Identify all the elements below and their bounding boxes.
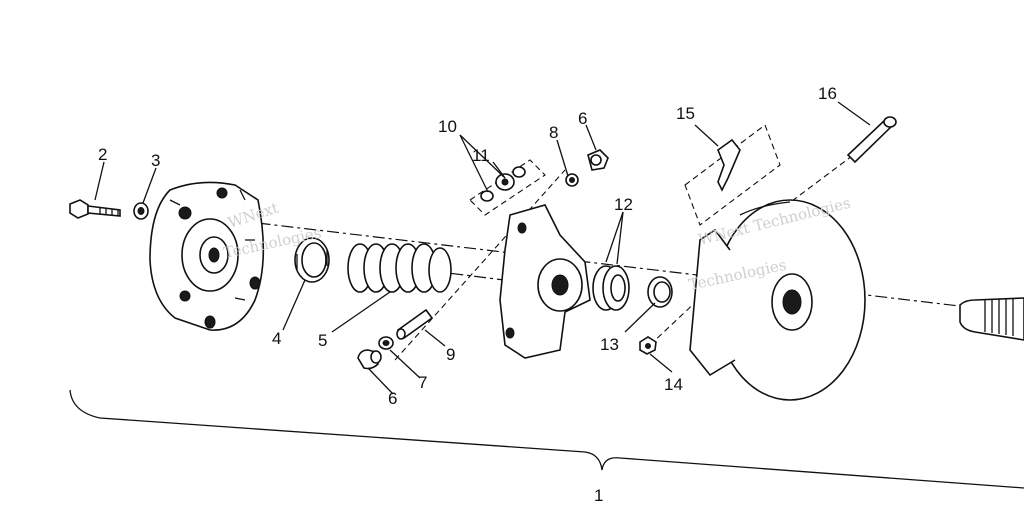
callout-13: 13 (600, 335, 619, 354)
callout-4: 4 (272, 329, 281, 348)
bolt-part-2 (69, 199, 121, 219)
callout-6-lower: 6 (388, 389, 397, 408)
bushing-part-4 (294, 237, 330, 283)
bushing-part-13 (647, 276, 673, 308)
bushings-part-12 (592, 265, 630, 311)
callout-10: 10 (438, 117, 457, 136)
leader-bolt-9 (394, 169, 566, 361)
leader-lines (94, 101, 871, 395)
callout-15: 15 (676, 104, 695, 123)
callout-14: 14 (664, 375, 683, 394)
callout-1: 1 (594, 486, 603, 505)
callout-12: 12 (614, 195, 633, 214)
callout-3: 3 (151, 151, 160, 170)
washer-part-8 (565, 173, 579, 187)
callout-7: 7 (418, 373, 427, 392)
callout-8: 8 (549, 123, 558, 142)
washer-part-3 (133, 202, 149, 220)
callout-6-upper: 6 (578, 109, 587, 128)
callouts: 1 2 3 4 5 6 6 7 8 9 10 11 12 13 14 15 16 (98, 84, 837, 505)
shaft-stub (959, 297, 1024, 341)
callout-2: 2 (98, 145, 107, 164)
assembly-bracket (69, 389, 1024, 489)
roller-group-10-11 (469, 159, 546, 216)
pin-part-9 (396, 308, 434, 340)
button-part-6-upper (587, 149, 609, 171)
callout-5: 5 (318, 331, 327, 350)
nut-part-14 (639, 336, 657, 355)
cover-plate (149, 181, 265, 331)
callout-16: 16 (818, 84, 837, 103)
spring-part-5 (347, 243, 452, 293)
button-part-6-lower (357, 349, 382, 370)
pin-part-16 (846, 116, 897, 164)
callout-11: 11 (472, 146, 490, 165)
spider-part (499, 204, 591, 359)
moveable-sheave (689, 199, 866, 401)
washer-part-7 (378, 336, 394, 350)
weight-group-15 (684, 124, 781, 226)
callout-9: 9 (446, 345, 455, 364)
